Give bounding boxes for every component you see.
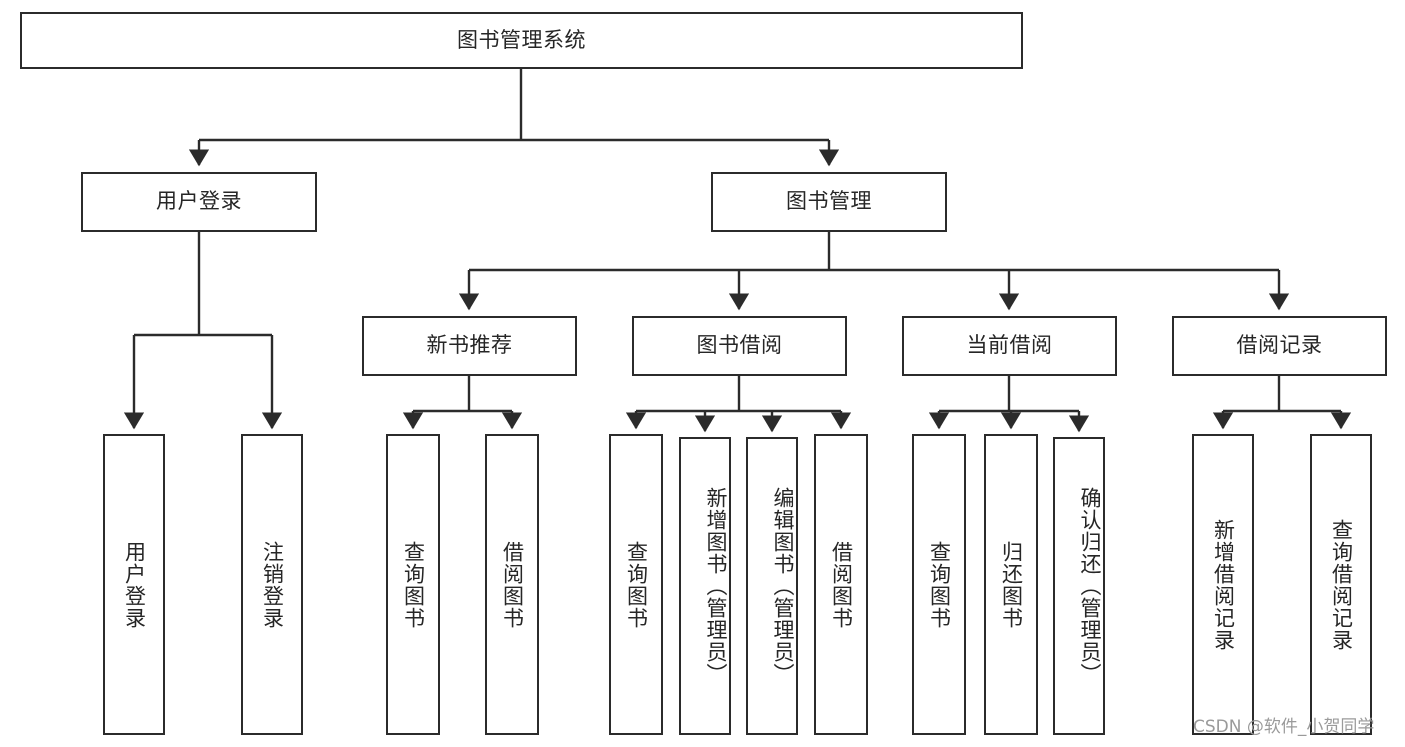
leaf-add-record[interactable]: 新增借阅记录 [1192, 434, 1254, 735]
node-borrow-record[interactable]: 借阅记录 [1172, 316, 1387, 376]
leaf-query-book-borrow[interactable]: 查询图书 [609, 434, 663, 735]
leaf-add-book-label: 新增图书（管理员） [704, 487, 728, 685]
leaf-confirm-return-label: 确认归还（管理员） [1078, 487, 1102, 685]
node-book-borrow-label: 图书借阅 [696, 333, 783, 358]
leaf-query-record[interactable]: 查询借阅记录 [1310, 434, 1372, 735]
leaf-query-book-rec-label: 查询图书 [401, 540, 426, 629]
node-root-label: 图书管理系统 [457, 27, 586, 52]
leaf-confirm-return[interactable]: 确认归还（管理员） [1053, 437, 1105, 735]
leaf-add-record-label: 新增借阅记录 [1211, 518, 1236, 651]
leaf-return-book[interactable]: 归还图书 [984, 434, 1038, 735]
leaf-return-book-label: 归还图书 [999, 540, 1024, 629]
leaf-edit-book[interactable]: 编辑图书（管理员） [746, 437, 798, 735]
leaf-add-book[interactable]: 新增图书（管理员） [679, 437, 731, 735]
node-book-manage[interactable]: 图书管理 [711, 172, 947, 232]
leaf-logout[interactable]: 注销登录 [241, 434, 303, 735]
node-new-book-rec-label: 新书推荐 [426, 333, 513, 358]
node-borrow-record-label: 借阅记录 [1236, 333, 1323, 358]
leaf-query-book-rec[interactable]: 查询图书 [386, 434, 440, 735]
leaf-query-book-cur-label: 查询图书 [927, 540, 952, 629]
node-root[interactable]: 图书管理系统 [20, 12, 1023, 69]
leaf-edit-book-label: 编辑图书（管理员） [771, 487, 795, 685]
leaf-user-login[interactable]: 用户登录 [103, 434, 165, 735]
leaf-query-book-cur[interactable]: 查询图书 [912, 434, 966, 735]
leaf-logout-label: 注销登录 [260, 540, 285, 629]
node-book-borrow[interactable]: 图书借阅 [632, 316, 847, 376]
node-user-login[interactable]: 用户登录 [81, 172, 317, 232]
leaf-borrow-book-rec-label: 借阅图书 [500, 540, 525, 629]
node-current-borrow[interactable]: 当前借阅 [902, 316, 1117, 376]
node-book-manage-label: 图书管理 [786, 189, 872, 214]
node-new-book-rec[interactable]: 新书推荐 [362, 316, 577, 376]
leaf-borrow-book-rec[interactable]: 借阅图书 [485, 434, 539, 735]
node-current-borrow-label: 当前借阅 [966, 333, 1053, 358]
watermark: CSDN @软件_小贺同学 [1193, 717, 1375, 737]
leaf-borrow-book[interactable]: 借阅图书 [814, 434, 868, 735]
leaf-query-record-label: 查询借阅记录 [1329, 518, 1354, 651]
node-user-login-label: 用户登录 [156, 189, 242, 214]
leaf-query-book-borrow-label: 查询图书 [624, 540, 649, 629]
leaf-borrow-book-label: 借阅图书 [829, 540, 854, 629]
leaf-user-login-label: 用户登录 [122, 540, 147, 629]
